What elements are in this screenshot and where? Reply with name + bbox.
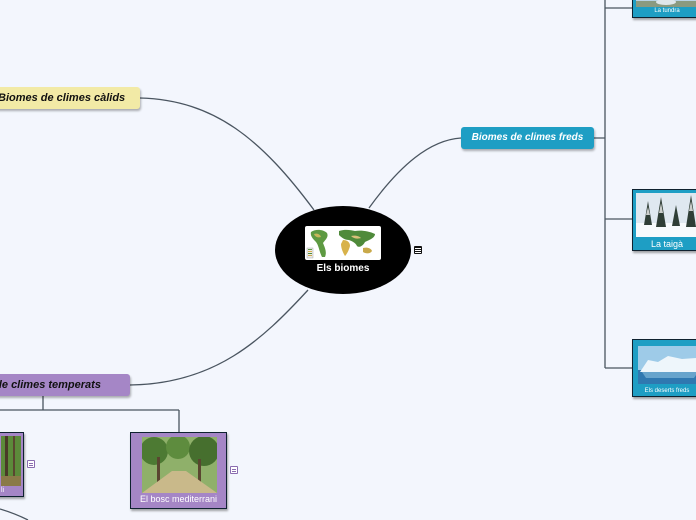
world-map-image — [305, 226, 381, 260]
card-caption: Els deserts freds — [644, 388, 690, 394]
central-node[interactable]: Els biomes — [275, 206, 411, 294]
card-mediterranean-forest[interactable]: El bosc mediterrani — [130, 432, 227, 509]
card-tundra[interactable]: La tundra — [632, 0, 696, 18]
tundra-image — [636, 0, 696, 7]
card-cold-deserts[interactable]: Els deserts freds — [632, 339, 696, 397]
card-caption: La tundra — [654, 8, 680, 14]
card-taiga[interactable]: La taigà — [632, 189, 696, 251]
snow-forest-image — [636, 193, 696, 237]
card-caption: La taigà — [650, 239, 684, 249]
branch-temperate-climates[interactable]: s de climes temperats — [0, 374, 130, 396]
link-central-cold — [368, 137, 462, 209]
card-temperate-forest[interactable]: li — [0, 432, 24, 497]
central-title: Els biomes — [316, 263, 370, 274]
card-caption: El bosc mediterrani — [139, 494, 218, 504]
branch-warm-climates[interactable]: Biomes de climes càlids — [0, 87, 140, 109]
note-icon[interactable] — [27, 460, 35, 468]
card-caption: li — [1, 487, 5, 494]
link-central-warm — [139, 97, 315, 211]
branch-cold-climates[interactable]: Biomes de climes freds — [461, 127, 594, 149]
link-cold-trunk — [594, 0, 606, 368]
iceberg-image — [638, 346, 696, 384]
link-temperate-trunk — [0, 396, 180, 432]
link-central-temperate — [129, 289, 309, 386]
forest-image — [1, 436, 21, 486]
link-bottom-left — [0, 508, 29, 520]
note-icon[interactable] — [414, 246, 422, 254]
mediterranean-forest-image — [142, 437, 217, 493]
note-icon[interactable] — [230, 466, 238, 474]
